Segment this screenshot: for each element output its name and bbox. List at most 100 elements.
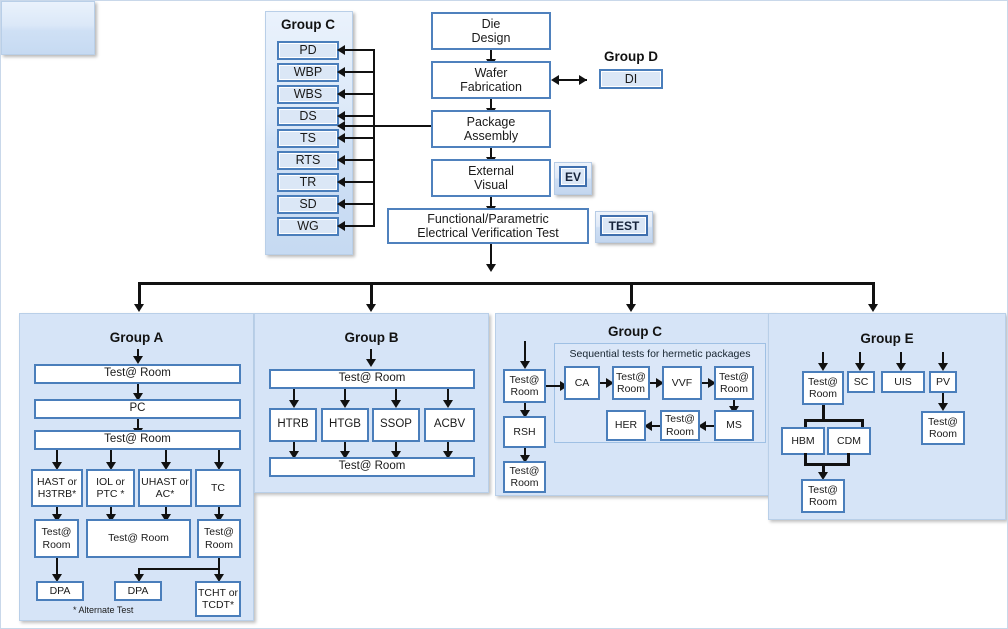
connector-b-htrb-down xyxy=(293,442,295,453)
arrowhead-a-tcht xyxy=(214,574,224,582)
connector-c-test1-to-rsh xyxy=(524,403,526,412)
group-c-seq-test-1[interactable]: Test@ Room xyxy=(612,366,650,400)
group-e-pv[interactable]: PV xyxy=(929,371,957,393)
group-b-test-htrb[interactable]: HTRB xyxy=(269,408,317,442)
connector-c-ms-to-test xyxy=(702,425,714,427)
arrowhead-c-test2 xyxy=(520,455,530,463)
group-a-stress-iol[interactable]: IOL or PTC * xyxy=(86,469,135,507)
arrowhead-c-seq-test2 xyxy=(708,378,716,388)
connector-e-pv-down xyxy=(942,393,944,405)
chip-sd[interactable]: SD xyxy=(277,195,339,214)
connector-c-test2-to-ms xyxy=(733,400,735,408)
arrowhead-e-esd-result xyxy=(818,472,828,480)
group-d-panel xyxy=(1,1,95,55)
arrowhead-c-rsh xyxy=(520,410,530,418)
connector-wafer-groupd xyxy=(559,79,587,81)
connector-a-fan-4 xyxy=(218,450,220,464)
group-a-post-test-2[interactable]: Test@ Room xyxy=(86,519,191,558)
group-e-esd-result[interactable]: Test@ Room xyxy=(801,479,845,513)
connector-a-post1-to-dpa xyxy=(56,558,58,576)
group-e-title: Group E xyxy=(860,331,914,346)
group-c-seq-test-3[interactable]: Test@ Room xyxy=(660,410,700,441)
group-c-ms[interactable]: MS xyxy=(714,410,754,441)
arrowhead-ds xyxy=(337,111,345,121)
group-b-test-ssop[interactable]: SSOP xyxy=(372,408,420,442)
group-e-cdm[interactable]: CDM xyxy=(827,427,871,455)
group-c-test-room-2[interactable]: Test@ Room xyxy=(503,461,546,493)
group-a-test-room-2[interactable]: Test@ Room xyxy=(34,430,241,450)
group-c-her[interactable]: HER xyxy=(606,410,646,441)
group-a-post-test-1[interactable]: Test@ Room xyxy=(34,519,79,558)
group-a-stress-uhast[interactable]: UHAST or AC* xyxy=(138,469,192,507)
connector-bus-group-b xyxy=(370,282,373,306)
connector-die-to-wafer xyxy=(490,50,492,61)
process-package-assembly[interactable]: Package Assembly xyxy=(431,110,551,148)
distribution-bus xyxy=(139,282,875,285)
group-c-test-room-1[interactable]: Test@ Room xyxy=(503,369,546,403)
arrowhead-e-fan-4 xyxy=(938,363,948,371)
connector-functional-down xyxy=(490,244,492,266)
arrowhead-c-vvf xyxy=(656,378,664,388)
arrowhead-e-fan-2 xyxy=(855,363,865,371)
process-die-design[interactable]: Die Design xyxy=(431,12,551,50)
arrowhead-wbp xyxy=(337,67,345,77)
group-a-dpa-2[interactable]: DPA xyxy=(114,581,162,601)
group-c-vvf[interactable]: VVF xyxy=(662,366,702,400)
chip-pd[interactable]: PD xyxy=(277,41,339,60)
arrowhead-b-htrb-down xyxy=(289,451,299,459)
group-a-pc[interactable]: PC xyxy=(34,399,241,419)
connector-a-uhast-down xyxy=(165,507,167,516)
connector-bus-group-a xyxy=(138,282,141,306)
chip-wg[interactable]: WG xyxy=(277,217,339,236)
arrowhead-bus-into-group-c xyxy=(337,121,345,131)
group-a-post-test-3[interactable]: Test@ Room xyxy=(197,519,241,558)
arrowhead-b-ssop-down xyxy=(391,451,401,459)
group-b-test-htgb[interactable]: HTGB xyxy=(321,408,369,442)
group-a-dpa-1[interactable]: DPA xyxy=(36,581,84,601)
connector-bus-sd xyxy=(345,203,375,205)
group-c-ca[interactable]: CA xyxy=(564,366,600,400)
chip-tr[interactable]: TR xyxy=(277,173,339,192)
arrowhead-a-fan-2 xyxy=(106,462,116,470)
group-c-rsh[interactable]: RSH xyxy=(503,416,546,448)
arrowhead-group-b xyxy=(366,304,376,312)
chip-wbs[interactable]: WBS xyxy=(277,85,339,104)
group-e-pv-result[interactable]: Test@ Room xyxy=(921,411,965,445)
process-external-visual[interactable]: External Visual xyxy=(431,159,551,197)
connector-c-vvf-to-test xyxy=(702,382,712,384)
chip-ds[interactable]: DS xyxy=(277,107,339,126)
connector-b-htgb-down xyxy=(344,442,346,453)
test-badge[interactable]: TEST xyxy=(600,215,648,236)
arrowhead-a-tc-down xyxy=(214,514,224,522)
group-a-stress-hast[interactable]: HAST or H3TRB* xyxy=(31,469,83,507)
process-functional-test[interactable]: Functional/Parametric Electrical Verific… xyxy=(387,208,589,244)
ev-badge[interactable]: EV xyxy=(559,166,587,187)
arrowhead-b-test-top xyxy=(366,359,376,367)
group-b-test-room-top[interactable]: Test@ Room xyxy=(269,369,475,389)
group-b-test-room-bottom[interactable]: Test@ Room xyxy=(269,457,475,477)
group-e-uis[interactable]: UIS xyxy=(881,371,925,393)
arrowhead-b-fan-3 xyxy=(391,400,401,408)
group-a-tcht[interactable]: TCHT or TCDT* xyxy=(195,581,241,617)
connector-bus-group-e xyxy=(872,282,875,306)
connector-a-fan-3 xyxy=(165,450,167,464)
chip-rts[interactable]: RTS xyxy=(277,151,339,170)
group-e-sc[interactable]: SC xyxy=(847,371,875,393)
arrowhead-e-fan-3 xyxy=(896,363,906,371)
group-c-subframe-title: Sequential tests for hermetic packages xyxy=(569,348,751,360)
chip-wbp[interactable]: WBP xyxy=(277,63,339,82)
arrowhead-b-htgb-down xyxy=(340,451,350,459)
group-a-footnote: * Alternate Test xyxy=(73,605,134,615)
group-e-test-room-top[interactable]: Test@ Room xyxy=(802,371,844,405)
group-e-hbm[interactable]: HBM xyxy=(781,427,825,455)
arrowhead-b-fan-1 xyxy=(289,400,299,408)
group-b-test-acbv[interactable]: ACBV xyxy=(424,408,475,442)
connector-c-test-to-her xyxy=(648,425,660,427)
group-a-test-room-1[interactable]: Test@ Room xyxy=(34,364,241,384)
chip-ts[interactable]: TS xyxy=(277,129,339,148)
process-wafer-fabrication[interactable]: Wafer Fabrication xyxy=(431,61,551,99)
group-c-seq-test-2[interactable]: Test@ Room xyxy=(714,366,754,400)
chip-di[interactable]: DI xyxy=(599,69,663,89)
group-a-stress-tc[interactable]: TC xyxy=(195,469,241,507)
arrowhead-group-e xyxy=(868,304,878,312)
